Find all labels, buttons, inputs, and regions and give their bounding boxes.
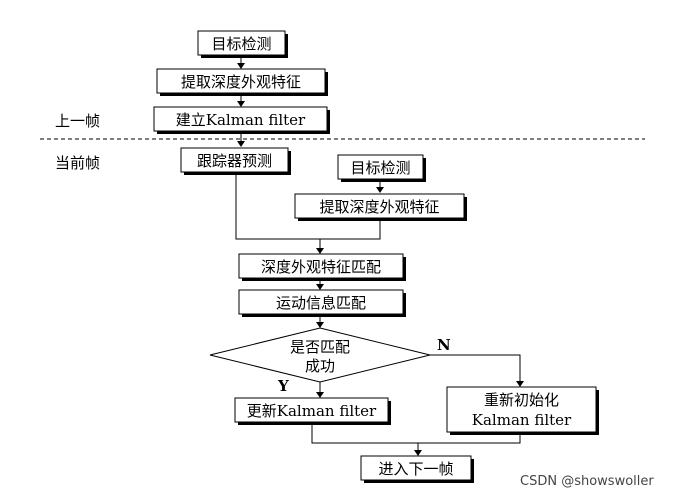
decision-label-line2: 成功 bbox=[305, 357, 335, 375]
arrowhead bbox=[516, 381, 524, 387]
node-update-kalman: 更新Kalman filter bbox=[234, 397, 391, 425]
node-build-kalman-label: 建立Kalman filter bbox=[176, 111, 306, 129]
prev-frame-label: 上一帧 bbox=[55, 112, 100, 130]
node-detect-1-label: 目标检测 bbox=[211, 35, 271, 53]
node-appearance-match-label: 深度外观特征匹配 bbox=[261, 258, 381, 276]
node-motion-match-label: 运动信息匹配 bbox=[276, 294, 366, 312]
arrowhead bbox=[316, 322, 324, 328]
node-appearance-match: 深度外观特征匹配 bbox=[238, 253, 406, 281]
arrowhead bbox=[237, 141, 245, 147]
node-extract-1: 提取深度外观特征 bbox=[156, 68, 328, 96]
node-build-kalman: 建立Kalman filter bbox=[153, 106, 330, 134]
node-decision: 是否匹配 成功 bbox=[209, 327, 431, 383]
arrowhead bbox=[237, 101, 245, 107]
decision-label-line1: 是否匹配 bbox=[290, 338, 350, 356]
node-next-frame: 进入下一帧 bbox=[360, 455, 474, 483]
node-next-frame-label: 进入下一帧 bbox=[378, 460, 453, 478]
node-reinit-label-line2: Kalman filter bbox=[472, 411, 572, 429]
curr-frame-label: 当前帧 bbox=[55, 154, 100, 172]
node-extract-2: 提取深度外观特征 bbox=[294, 193, 467, 221]
node-tracker-predict: 跟踪器预测 bbox=[180, 147, 291, 175]
watermark-text: CSDN @showswoller bbox=[520, 474, 654, 489]
arrowhead bbox=[316, 392, 324, 398]
edge-merge-next bbox=[311, 422, 521, 444]
arrowhead bbox=[376, 187, 384, 193]
node-detect-2: 目标检测 bbox=[337, 154, 426, 182]
edge-no bbox=[430, 354, 521, 381]
node-tracker-predict-label: 跟踪器预测 bbox=[197, 152, 272, 170]
arrowhead bbox=[237, 63, 245, 69]
node-update-kalman-label: 更新Kalman filter bbox=[247, 402, 377, 420]
node-extract-2-label: 提取深度外观特征 bbox=[319, 198, 439, 216]
node-detect-2-label: 目标检测 bbox=[350, 159, 410, 177]
node-motion-match: 运动信息匹配 bbox=[238, 289, 406, 317]
edge-merge-lines bbox=[235, 172, 381, 240]
node-reinit-label-line1: 重新初始化 bbox=[484, 391, 559, 409]
edge-no-label: N bbox=[437, 336, 451, 354]
node-reinit-kalman: 重新初始化 Kalman filter bbox=[446, 386, 599, 435]
node-extract-1-label: 提取深度外观特征 bbox=[181, 73, 301, 91]
node-detect-1: 目标检测 bbox=[197, 30, 288, 58]
arrowhead bbox=[316, 284, 324, 290]
arrowhead bbox=[316, 248, 324, 254]
arrowhead bbox=[414, 450, 422, 456]
edge-yes-label: Y bbox=[277, 377, 289, 395]
